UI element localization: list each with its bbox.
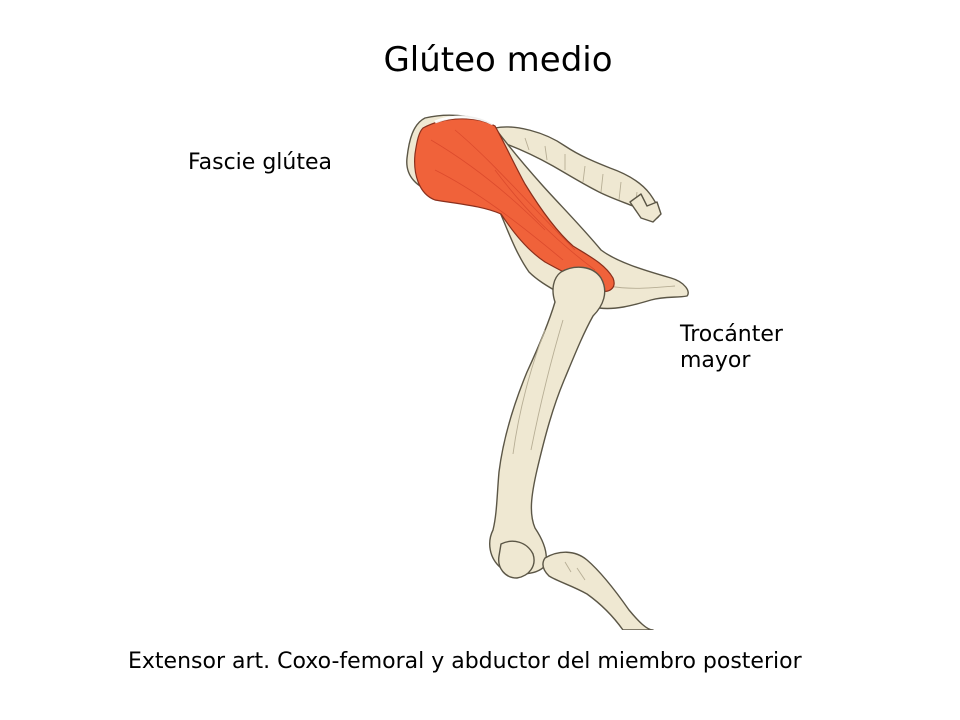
label-greater-trochanter-line1: Trocánter [680, 322, 783, 347]
vertebral-column [494, 126, 662, 223]
muscle-function-caption: Extensor art. Coxo-femoral y abductor de… [128, 649, 802, 674]
label-greater-trochanter: Trocánter mayor [680, 322, 783, 374]
hindlimb-skeleton-illustration [406, 114, 689, 630]
tibia [498, 540, 654, 630]
label-greater-trochanter-line2: mayor [680, 348, 751, 373]
label-gluteal-fascia: Fascie glútea [188, 150, 332, 175]
femur [489, 266, 606, 575]
slide-title: Glúteo medio [383, 40, 613, 80]
